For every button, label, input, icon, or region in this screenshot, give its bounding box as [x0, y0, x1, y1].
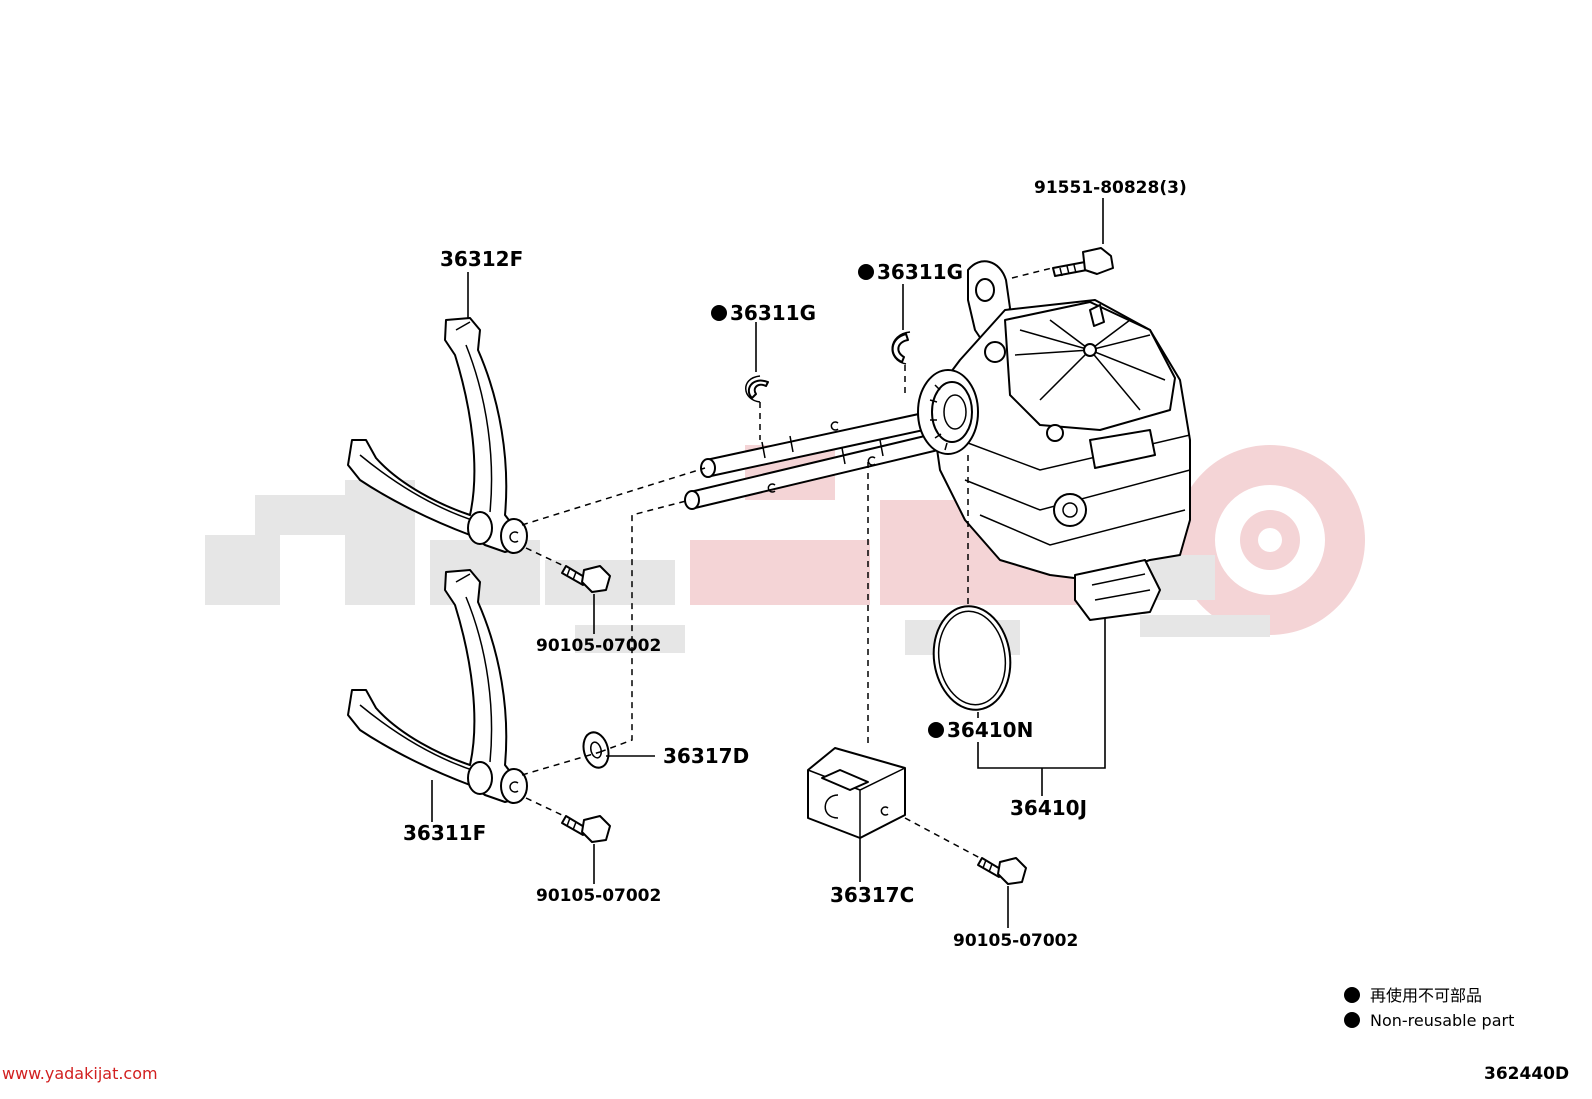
washer — [582, 731, 610, 769]
website-link[interactable]: www.yadakijat.com — [2, 1064, 158, 1083]
legend-bullet-en — [1344, 1012, 1360, 1028]
bolt-fork-lower — [561, 815, 611, 843]
label-36312F: 36312F — [440, 247, 523, 271]
snap-ring-left — [745, 375, 769, 403]
shift-block — [807, 747, 906, 839]
nonreusable-mark-oring — [928, 722, 944, 738]
snap-ring-right — [891, 331, 911, 365]
o-ring — [932, 605, 1012, 711]
label-91551-80828: 91551-80828(3) — [1034, 178, 1187, 198]
legend-text-en: Non-reusable part — [1370, 1011, 1514, 1030]
nonreusable-mark-right — [858, 264, 874, 280]
leader-lines — [431, 198, 1106, 928]
bolt-top — [1052, 247, 1114, 277]
label-36317D: 36317D — [663, 744, 749, 768]
label-90105-07002-lower: 90105-07002 — [536, 886, 661, 906]
label-36311G-right: 36311G — [877, 260, 963, 284]
legend-bullet-jp — [1344, 987, 1360, 1003]
label-36317C: 36317C — [830, 883, 914, 907]
label-90105-07002-upper: 90105-07002 — [536, 636, 661, 656]
assembly-lines — [521, 267, 1053, 859]
transfer-actuator — [917, 260, 1191, 621]
legend-text-jp: 再使用不可部品 — [1370, 986, 1482, 1005]
shift-fork-lower — [347, 569, 528, 804]
bolt-fork-upper — [561, 565, 611, 593]
label-36311F: 36311F — [403, 821, 486, 845]
label-36410J: 36410J — [1010, 796, 1087, 820]
part-labels: 36312F 36311G 36311G 91551-80828(3) 9010… — [403, 178, 1187, 951]
nonreusable-mark-left — [711, 305, 727, 321]
legend: 再使用不可部品 Non-reusable part — [1344, 986, 1514, 1030]
label-90105-07002-block: 90105-07002 — [953, 931, 1078, 951]
diagram-code: 362440D — [1484, 1064, 1569, 1084]
label-36311G-left: 36311G — [730, 301, 816, 325]
shift-fork-upper — [347, 317, 528, 554]
bolt-block — [977, 857, 1027, 885]
label-36410N: 36410N — [947, 718, 1033, 742]
shift-shafts — [684, 403, 971, 510]
